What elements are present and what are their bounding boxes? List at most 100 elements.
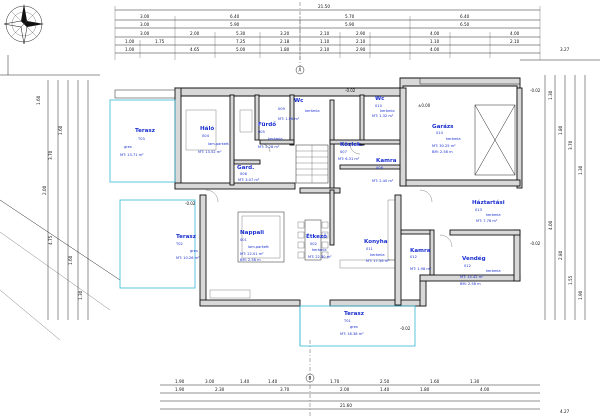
dim-right-5: 4.00 <box>548 220 553 230</box>
svg-text:gres: gres <box>350 325 358 329</box>
room-furdo: Fürdő 005 kerámia MT: 5.28 m² <box>258 122 283 149</box>
svg-text:Terasz: Terasz <box>176 234 196 240</box>
room-halo: Háló 004 lam.parkett MT: 13.52 m² <box>198 125 229 154</box>
svg-text:014: 014 <box>436 131 444 135</box>
dim-r4-8: 2.10 <box>510 39 520 44</box>
svg-text:Terasz: Terasz <box>135 128 155 134</box>
level-marker-north: -0.02 <box>345 88 356 93</box>
room-vendeg: Vendég 012 kerámia MT: 14.42 m² BM: 2.58… <box>460 255 501 286</box>
svg-text:Garázs: Garázs <box>432 123 454 130</box>
dim-r3-5: 2.10 <box>320 31 330 36</box>
dim-r3-6: 2.90 <box>356 31 366 36</box>
svg-text:BM: 2.58 m: BM: 2.58 m <box>240 258 261 262</box>
bottom-dimension-lines <box>160 384 540 410</box>
room-haztartasi: Háztartási 013 kerámia MT: 7.76 m² <box>472 199 505 223</box>
svg-text:Kamra: Kamra <box>410 248 431 254</box>
svg-text:T02: T02 <box>175 242 183 246</box>
svg-text:Wc: Wc <box>294 98 304 104</box>
room-kamra-012: Kamra 012 MT: 1.98 m² <box>410 248 432 271</box>
svg-text:MT: 7.76 m²: MT: 7.76 m² <box>476 219 498 223</box>
site-boundary-lines <box>0 55 600 341</box>
svg-text:Háló: Háló <box>200 125 214 132</box>
dim-right-6: 2.80 <box>558 250 563 260</box>
svg-text:kerámia: kerámia <box>486 269 501 273</box>
section-mark-icon <box>305 340 315 418</box>
svg-text:kerámia: kerámia <box>305 109 320 113</box>
dim-r5-6: 2.90 <box>356 47 366 52</box>
dim-r3-3: 5.30 <box>236 31 246 36</box>
room-etkezo: Étkező 002 kerámia MT: 22.30 m² <box>306 232 332 259</box>
dim-b3-2: 4.27 <box>560 409 570 414</box>
dim-r3-1: 3.00 <box>140 31 150 36</box>
room-wc-010: Wc 010 kerámia MT: 1.32 m² <box>372 96 395 118</box>
dim-top-1: 3.00 <box>140 14 150 19</box>
svg-text:lam.parkett: lam.parkett <box>248 245 269 249</box>
svg-text:Kamra: Kamra <box>376 158 397 164</box>
north-arrow-icon <box>3 4 44 45</box>
room-terasz-t01: Terasz T01 gres MT: 18.38 m² <box>340 311 364 336</box>
svg-text:004: 004 <box>202 134 210 138</box>
svg-text:MT: 6.31 m²: MT: 6.31 m² <box>338 157 360 161</box>
dining-table <box>297 219 329 261</box>
dim-b2-1: 1.90 <box>175 387 185 392</box>
svg-text:008: 008 <box>376 166 384 170</box>
dim-left-6: 1.60 <box>68 255 73 265</box>
top-dimension-lines <box>114 6 541 60</box>
living-room-furniture <box>209 211 285 299</box>
dim-r2-4: 6.50 <box>460 22 470 27</box>
dim-b1-7: 1.60 <box>430 379 440 384</box>
roof-overhang-west <box>114 89 176 99</box>
level-marker-ne: -0.02 <box>530 88 541 93</box>
terrace-outlines <box>109 99 416 347</box>
dim-right-4: 1.30 <box>578 165 583 175</box>
dim-r5-3: 5.00 <box>236 47 246 52</box>
bed <box>185 109 217 151</box>
svg-text:lam.parkett: lam.parkett <box>208 142 229 146</box>
dim-r4-2: 1.75 <box>155 39 165 44</box>
svg-text:kerámia: kerámia <box>370 253 385 257</box>
dim-b1-5: 1.70 <box>330 379 340 384</box>
dim-left-5: 4.75 <box>48 235 53 245</box>
dim-top-4: 6.40 <box>460 14 470 19</box>
room-terasz-t03: Terasz T03 gres MT: 13.71 m² <box>120 128 155 157</box>
dim-r2-3: 5.90 <box>345 22 355 27</box>
svg-text:MT: 3.07 m²: MT: 3.07 m² <box>238 178 260 182</box>
left-dimension-lines <box>47 80 89 320</box>
svg-text:MT: 22.30 m²: MT: 22.30 m² <box>308 255 332 259</box>
dim-left-4: 2.00 <box>42 185 47 195</box>
dim-r4-4: 2.18 <box>280 39 290 44</box>
dim-right-2: 1.80 <box>558 125 563 135</box>
svg-text:Wc: Wc <box>375 96 385 102</box>
room-kozlek: Közlek. 007 MT: 6.31 m² <box>338 142 363 161</box>
svg-text:BM: 2.58 m: BM: 2.58 m <box>460 282 481 286</box>
roof-overhang-east <box>419 77 521 85</box>
dim-right-7: 1.55 <box>568 275 573 285</box>
dim-r4-6: 2.10 <box>356 39 366 44</box>
svg-text:010: 010 <box>375 104 383 108</box>
svg-text:006: 006 <box>240 172 248 176</box>
svg-text:MT: 1.32 m²: MT: 1.32 m² <box>372 114 394 118</box>
dim-b1-3: 1.40 <box>240 379 250 384</box>
section-mark-icon <box>295 2 305 75</box>
svg-text:012: 012 <box>464 264 471 268</box>
dim-b2-4: 2.00 <box>340 387 350 392</box>
dim-overall: 21.50 <box>318 4 330 9</box>
room-konyha: Konyha 011 kerámia MT: 17.56 m² <box>364 239 390 263</box>
dim-r3-4: 3.20 <box>280 31 290 36</box>
svg-text:BM: 2.58 m: BM: 2.58 m <box>432 150 453 154</box>
svg-text:011: 011 <box>366 247 373 251</box>
dim-r4-7: 1.10 <box>430 39 440 44</box>
svg-text:kerámia: kerámia <box>486 213 501 217</box>
dim-b1-4: 1.40 <box>268 379 278 384</box>
svg-text:009: 009 <box>278 107 286 111</box>
svg-text:013: 013 <box>475 208 482 212</box>
room-kamra-008: Kamra 008 MT: 2.40 m² <box>372 158 397 183</box>
svg-text:MT: 2.40 m²: MT: 2.40 m² <box>372 179 394 183</box>
dim-right-8: 1.90 <box>578 290 583 300</box>
section-label-top: A <box>299 68 302 73</box>
dim-b2-3: 3.70 <box>280 387 290 392</box>
dim-b2-5: 1.40 <box>380 387 390 392</box>
dim-r5-1: 1.00 <box>125 47 135 52</box>
svg-text:MT: 17.56 m²: MT: 17.56 m² <box>366 259 390 263</box>
